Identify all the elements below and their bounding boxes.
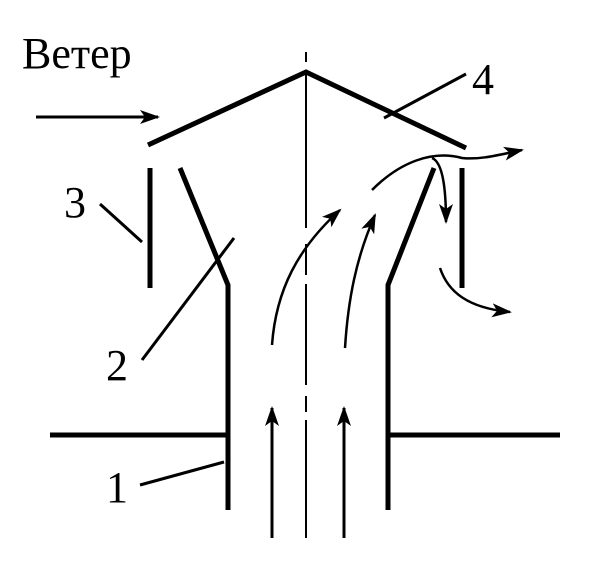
label-4: 4 xyxy=(472,55,494,104)
leader-1 xyxy=(139,460,225,487)
leader-2 xyxy=(140,237,236,361)
outflow-arrow-down xyxy=(431,156,453,224)
leader-4 xyxy=(383,72,467,120)
outflow-arrow-lower xyxy=(438,267,512,318)
label-3: 3 xyxy=(64,178,86,227)
label-1: 1 xyxy=(106,463,128,512)
wind-label: Ветер xyxy=(22,29,132,78)
label-2: 2 xyxy=(106,341,128,390)
outflow-arrow-top xyxy=(371,146,524,191)
cap-4 xyxy=(146,69,468,151)
flow-arrow-curve-middle xyxy=(343,213,377,349)
flow-arrow-curve-left xyxy=(270,208,342,346)
diffuser-left-wall xyxy=(177,167,231,510)
diffuser-right-wall xyxy=(385,167,437,510)
leader-3 xyxy=(98,202,144,244)
